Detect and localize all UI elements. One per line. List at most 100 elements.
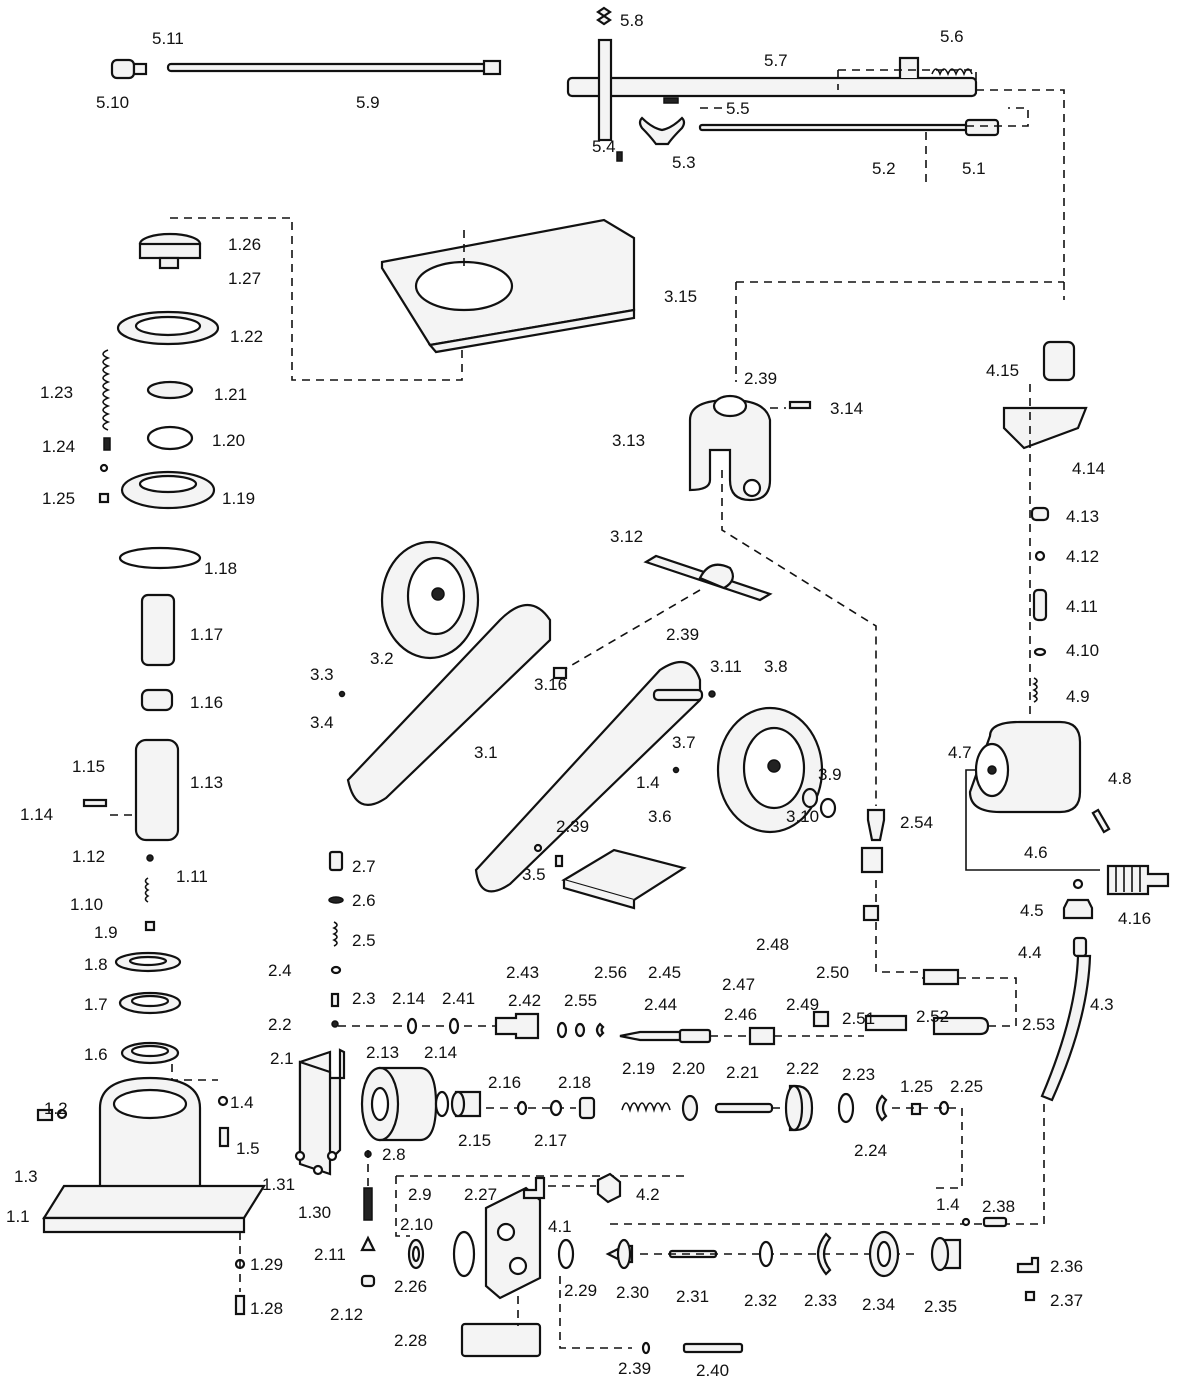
label-1-19: 1.19 <box>222 489 255 508</box>
part-5-6 <box>931 68 973 77</box>
part-3-14 <box>788 400 812 410</box>
part-4-12 <box>1034 550 1046 562</box>
part-1-15 <box>82 798 108 808</box>
leader-1-top <box>170 217 463 381</box>
part-2-9 <box>363 1187 373 1221</box>
label-2-2: 2.2 <box>268 1015 292 1034</box>
part-2-38 <box>982 1216 1008 1228</box>
part-1-7-hole <box>130 994 170 1008</box>
part-2-46 <box>748 1026 776 1046</box>
label-2-29: 2.29 <box>564 1281 597 1300</box>
label-2-24: 2.24 <box>854 1141 887 1160</box>
label-2-44: 2.44 <box>644 995 677 1014</box>
part-2-26-in <box>411 1245 421 1263</box>
label-2-11: 2.11 <box>314 1245 346 1264</box>
label-3-1: 3.1 <box>474 743 498 762</box>
label-4-16: 4.16 <box>1118 909 1151 928</box>
label-1-24: 1.24 <box>42 437 75 456</box>
label-5-8: 5.8 <box>620 11 644 30</box>
leader-2-10b <box>395 1176 410 1237</box>
part-1-22-hole <box>134 315 202 337</box>
part-3-15-plate <box>414 260 514 312</box>
part-1-18 <box>118 546 202 570</box>
part-3-13-top <box>712 394 748 418</box>
part-5-8-tube <box>597 38 613 142</box>
label-1-30: 1.30 <box>298 1203 331 1222</box>
part-2-15-end <box>450 1090 466 1118</box>
label-2-38: 2.38 <box>982 1197 1015 1216</box>
part-1-31 <box>294 1150 306 1162</box>
label-2-14b: 2.14 <box>424 1043 457 1062</box>
part-3-15-lip <box>427 308 636 354</box>
part-2-3 <box>330 992 340 1008</box>
label-2-30: 2.30 <box>616 1283 649 1302</box>
label-2-5: 2.5 <box>352 931 376 950</box>
label-2-54: 2.54 <box>900 813 933 832</box>
label-1-6: 1.6 <box>84 1045 108 1064</box>
label-2-37: 2.37 <box>1050 1291 1083 1310</box>
label-4-4: 4.4 <box>1018 943 1042 962</box>
leader-5d <box>966 107 1029 127</box>
part-5-9 <box>166 62 500 73</box>
part-4-6 <box>1072 878 1084 890</box>
label-1-25: 1.25 <box>42 489 75 508</box>
part-4-14 <box>1002 406 1088 450</box>
part-2-54-nut <box>862 904 880 922</box>
label-2-13: 2.13 <box>366 1043 399 1062</box>
label-2-28: 2.28 <box>394 1331 427 1350</box>
label-3-14: 3.14 <box>830 399 863 418</box>
part-2-27-h2 <box>508 1256 528 1276</box>
part-2-2 <box>331 1020 339 1028</box>
part-2-12 <box>360 1274 376 1288</box>
part-2-34-hole <box>876 1240 892 1268</box>
part-4-16 <box>1106 864 1170 896</box>
label-2-27: 2.27 <box>464 1185 497 1204</box>
group-2-pump <box>294 846 1040 1358</box>
label-1-20: 1.20 <box>212 431 245 450</box>
part-2-21 <box>714 1102 774 1114</box>
part-4-16-ribs <box>1115 866 1141 892</box>
label-1-1: 1.1 <box>6 1207 30 1226</box>
label-2-39b: 2.39 <box>666 625 699 644</box>
part-2-20 <box>681 1094 699 1122</box>
part-2-27-h1 <box>496 1222 516 1242</box>
label-3-11: 3.11 <box>710 657 742 676</box>
label-2-35: 2.35 <box>924 1297 957 1316</box>
part-2-44 <box>619 1030 682 1042</box>
part-2-24 <box>875 1094 888 1122</box>
part-2-16 <box>516 1100 528 1116</box>
part-3-12-b <box>698 563 735 590</box>
label-3-4: 3.4 <box>310 713 334 732</box>
group-5-handle <box>110 6 1065 300</box>
label-5-2: 5.2 <box>872 159 896 178</box>
label-1-4a: 1.4 <box>230 1093 254 1112</box>
label-4-14: 4.14 <box>1072 459 1105 478</box>
label-1-27: 1.27 <box>228 269 261 288</box>
label-5-5: 5.5 <box>726 99 750 118</box>
label-2-56: 2.56 <box>594 963 627 982</box>
label-1-4b: 1.4 <box>636 773 660 792</box>
part-5-10 <box>110 58 136 80</box>
label-5-3: 5.3 <box>672 153 696 172</box>
label-4-11: 4.11 <box>1066 597 1098 616</box>
label-3-2: 3.2 <box>370 649 394 668</box>
label-5-4: 5.4 <box>592 137 616 156</box>
part-1-27 <box>158 256 180 270</box>
part-1-1 <box>42 1184 266 1220</box>
label-2-39d: 2.39 <box>618 1359 651 1378</box>
part-2-11 <box>360 1235 376 1252</box>
part-2-54 <box>866 808 886 842</box>
part-4-10 <box>1033 647 1047 657</box>
part-5-1 <box>964 118 1000 137</box>
part-2-32 <box>758 1240 774 1268</box>
part-1-4 <box>217 1095 229 1107</box>
leader-4-3 <box>604 1104 1045 1225</box>
label-2-32: 2.32 <box>744 1291 777 1310</box>
part-4-4 <box>1072 936 1088 958</box>
part-5-11 <box>132 62 148 76</box>
label-2-15: 2.15 <box>458 1131 491 1150</box>
part-1-1-top <box>112 1088 188 1120</box>
part-1-21 <box>146 380 194 400</box>
part-1-16 <box>140 688 174 712</box>
